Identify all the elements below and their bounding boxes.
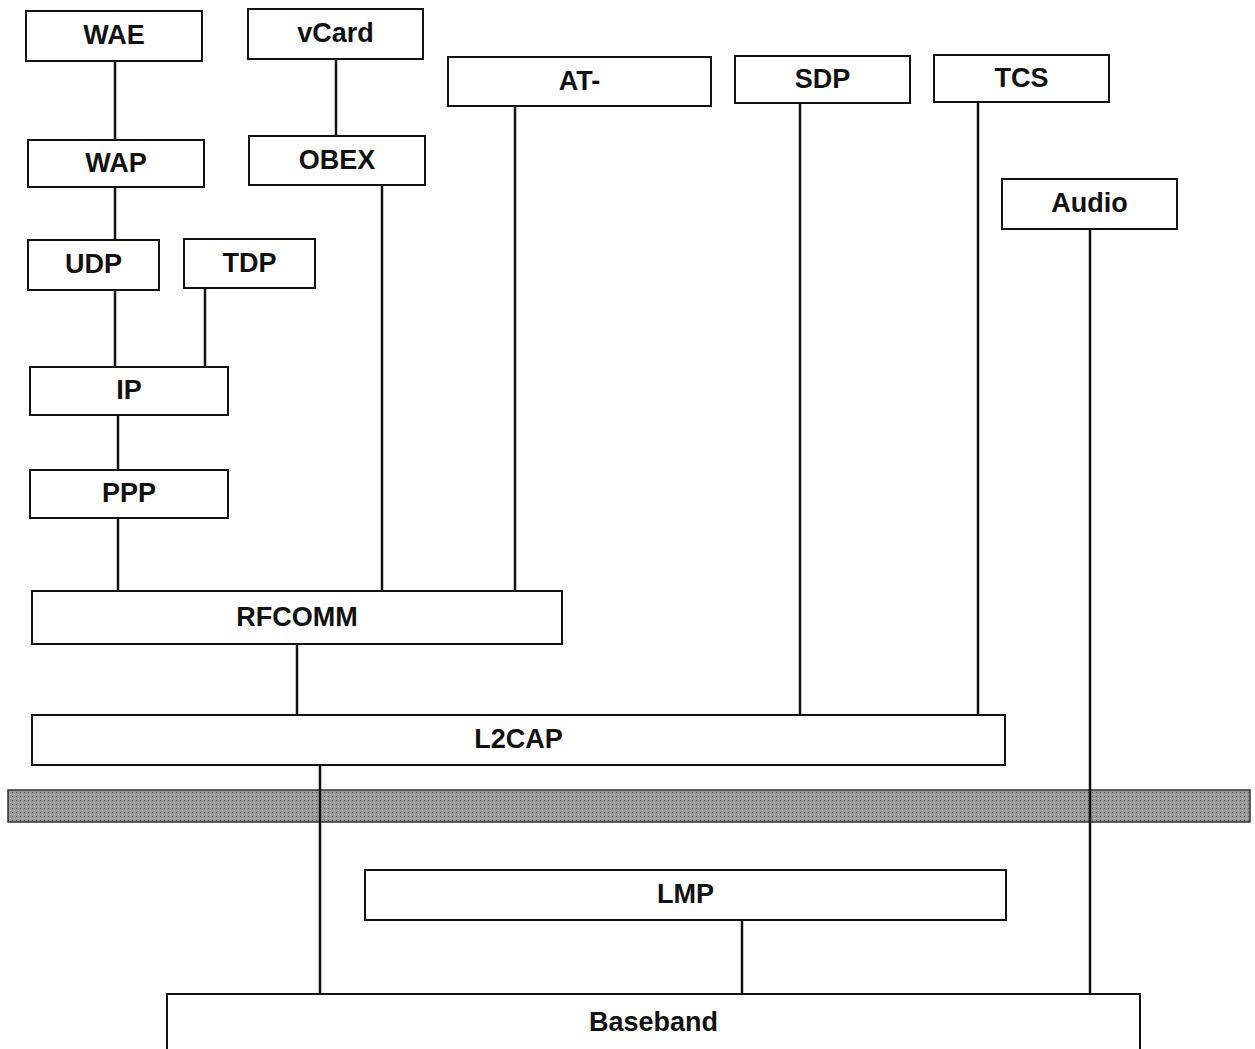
stack-connector xyxy=(977,103,980,714)
protocol-label: WAE xyxy=(83,21,145,51)
protocol-label: AT- xyxy=(559,67,601,97)
protocol-box: TDP xyxy=(183,238,316,289)
protocol-label: OBEX xyxy=(299,146,376,176)
protocol-label: Baseband xyxy=(589,1008,718,1038)
protocol-label: TCS xyxy=(995,64,1049,94)
stack-connector xyxy=(335,60,338,135)
protocol-label: RFCOMM xyxy=(236,603,357,633)
protocol-box: Baseband xyxy=(166,993,1141,1049)
protocol-box: IP xyxy=(29,366,229,416)
protocol-box: TCS xyxy=(933,54,1110,103)
protocol-box: WAE xyxy=(25,10,203,62)
protocol-box: AT- xyxy=(447,56,712,107)
protocol-label: vCard xyxy=(297,19,374,49)
stack-connector xyxy=(799,104,802,714)
protocol-box: PPP xyxy=(29,469,229,519)
protocol-box: WAP xyxy=(27,139,205,188)
stack-connector xyxy=(514,107,517,590)
stack-connector xyxy=(114,291,117,366)
protocol-box: L2CAP xyxy=(31,714,1006,766)
stack-connector xyxy=(204,289,207,366)
stack-connector xyxy=(114,62,117,139)
protocol-label: SDP xyxy=(795,65,851,95)
protocol-label: WAP xyxy=(85,149,147,179)
protocol-box: Audio xyxy=(1001,178,1178,230)
stack-connector xyxy=(114,188,117,239)
protocol-label: LMP xyxy=(657,880,714,910)
stack-connector xyxy=(1089,230,1092,993)
protocol-box: UDP xyxy=(27,239,160,291)
protocol-label: PPP xyxy=(102,479,156,509)
protocol-label: TDP xyxy=(223,249,277,279)
protocol-label: L2CAP xyxy=(474,725,563,755)
protocol-label: IP xyxy=(116,376,142,406)
protocol-box: RFCOMM xyxy=(31,590,563,645)
protocol-box: OBEX xyxy=(248,135,426,186)
protocol-label: Audio xyxy=(1051,189,1127,219)
stack-connector xyxy=(319,766,322,993)
stack-connector xyxy=(296,645,299,714)
protocol-box: SDP xyxy=(734,55,911,104)
stack-connector xyxy=(117,519,120,590)
protocol-box: LMP xyxy=(364,869,1007,921)
gray-band xyxy=(8,790,1250,822)
stack-connector xyxy=(741,921,744,993)
stack-connector xyxy=(117,416,120,469)
protocol-label: UDP xyxy=(65,250,122,280)
stack-connector xyxy=(381,186,384,590)
protocol-box: vCard xyxy=(247,8,424,60)
